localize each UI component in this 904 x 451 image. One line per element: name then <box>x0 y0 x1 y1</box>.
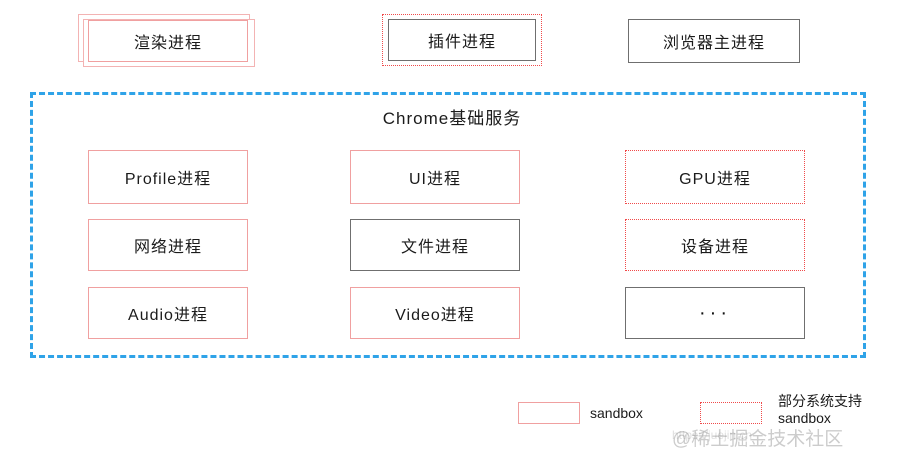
ellipsis-icon: ··· <box>699 302 731 324</box>
legend-label-partial-sandbox-line1: 部分系统支持 <box>778 393 862 409</box>
legend-swatch-partial-sandbox <box>700 402 762 424</box>
gpu-process-box[interactable]: GPU进程 <box>625 150 805 204</box>
render-process-label: 渲染进程 <box>133 35 202 52</box>
browser-main-process-label: 浏览器主进程 <box>662 35 765 52</box>
legend-swatch-sandbox <box>518 402 580 424</box>
legend-label-partial-sandbox: 部分系统支持 sandbox <box>778 393 898 427</box>
browser-main-process-box[interactable]: 浏览器主进程 <box>628 19 800 63</box>
profile-process-box[interactable]: Profile进程 <box>88 150 248 204</box>
watermark-text: @稀土掘金技术社区 <box>672 429 844 450</box>
chrome-base-services-container <box>30 92 866 358</box>
audio-process-box[interactable]: Audio进程 <box>88 287 248 339</box>
render-process-box[interactable]: 渲染进程 <box>88 20 248 62</box>
ui-process-box[interactable]: UI进程 <box>350 150 520 204</box>
device-process-box[interactable]: 设备进程 <box>625 219 805 271</box>
network-process-label: 网络进程 <box>133 239 202 256</box>
device-process-label: 设备进程 <box>680 239 749 256</box>
plugin-process-label: 插件进程 <box>427 34 496 51</box>
network-process-box[interactable]: 网络进程 <box>88 219 248 271</box>
profile-process-label: Profile进程 <box>124 171 212 188</box>
gpu-process-label: GPU进程 <box>679 171 751 188</box>
legend-label-sandbox: sandbox <box>590 405 643 421</box>
file-process-box[interactable]: 文件进程 <box>350 219 520 271</box>
file-process-label: 文件进程 <box>400 239 469 256</box>
chrome-base-services-title: Chrome基础服务 <box>382 109 522 128</box>
ui-process-label: UI进程 <box>408 171 461 188</box>
audio-process-label: Audio进程 <box>128 307 208 324</box>
video-process-label: Video进程 <box>395 307 475 324</box>
watermark-url: https://juejin.cn <box>672 428 753 442</box>
more-processes-box[interactable]: ··· <box>625 287 805 339</box>
legend-label-partial-sandbox-line2: sandbox <box>778 410 831 426</box>
video-process-box[interactable]: Video进程 <box>350 287 520 339</box>
plugin-process-box[interactable]: 插件进程 <box>388 19 536 61</box>
